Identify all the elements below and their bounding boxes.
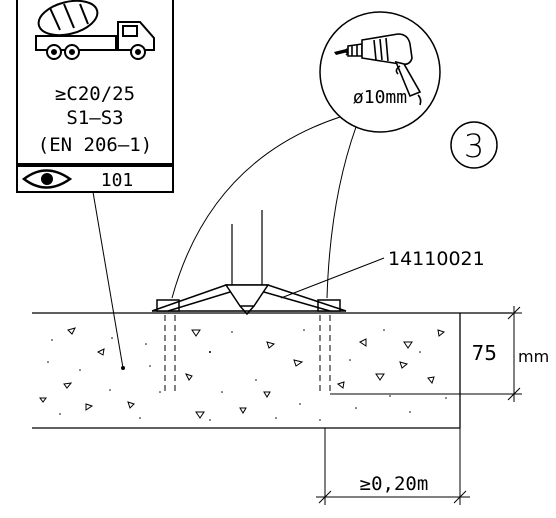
depth-dimension <box>330 306 522 402</box>
view-number-label: 101 <box>101 170 134 191</box>
hand-drill-icon <box>334 33 422 106</box>
step-marker: 3 <box>450 121 498 169</box>
leader-spec-to-concrete <box>92 191 124 369</box>
step-circle <box>450 121 498 169</box>
drill-holes <box>164 315 331 392</box>
edge-distance-label: ≥0,20m <box>360 473 429 495</box>
depth-value-label: 75 <box>472 341 497 365</box>
drill-diameter-label: ø10mm <box>353 87 407 108</box>
consistency-label: S1–S3 <box>66 107 123 129</box>
concrete-aggregate <box>39 327 446 419</box>
leader-part-number <box>280 257 385 299</box>
part-number-label: 14110021 <box>388 248 485 270</box>
concrete-class-label: ≥C20/25 <box>55 83 135 105</box>
depth-unit-label: mm <box>518 347 549 366</box>
leader-dot <box>121 366 125 370</box>
leader-drill-to-right-hole <box>326 126 357 299</box>
post <box>231 210 263 286</box>
eye-icon <box>21 169 73 189</box>
standard-label: (EN 206–1) <box>38 134 152 156</box>
concrete-specks <box>47 329 447 421</box>
spec-box: ≥C20/25 S1–S3 (EN 206–1) 101 <box>16 0 174 193</box>
drill-detail: ø10mm <box>319 11 441 133</box>
leader-drill-to-left-hole <box>171 116 341 299</box>
step-number-label: 3 <box>464 127 484 165</box>
drill-detail-circle <box>319 11 441 133</box>
concrete-slab <box>32 312 512 429</box>
concrete-mixer-truck-icon <box>35 0 155 60</box>
leader-lines <box>92 116 385 369</box>
anchor-base <box>151 284 347 316</box>
edge-distance-dimension <box>316 428 470 505</box>
